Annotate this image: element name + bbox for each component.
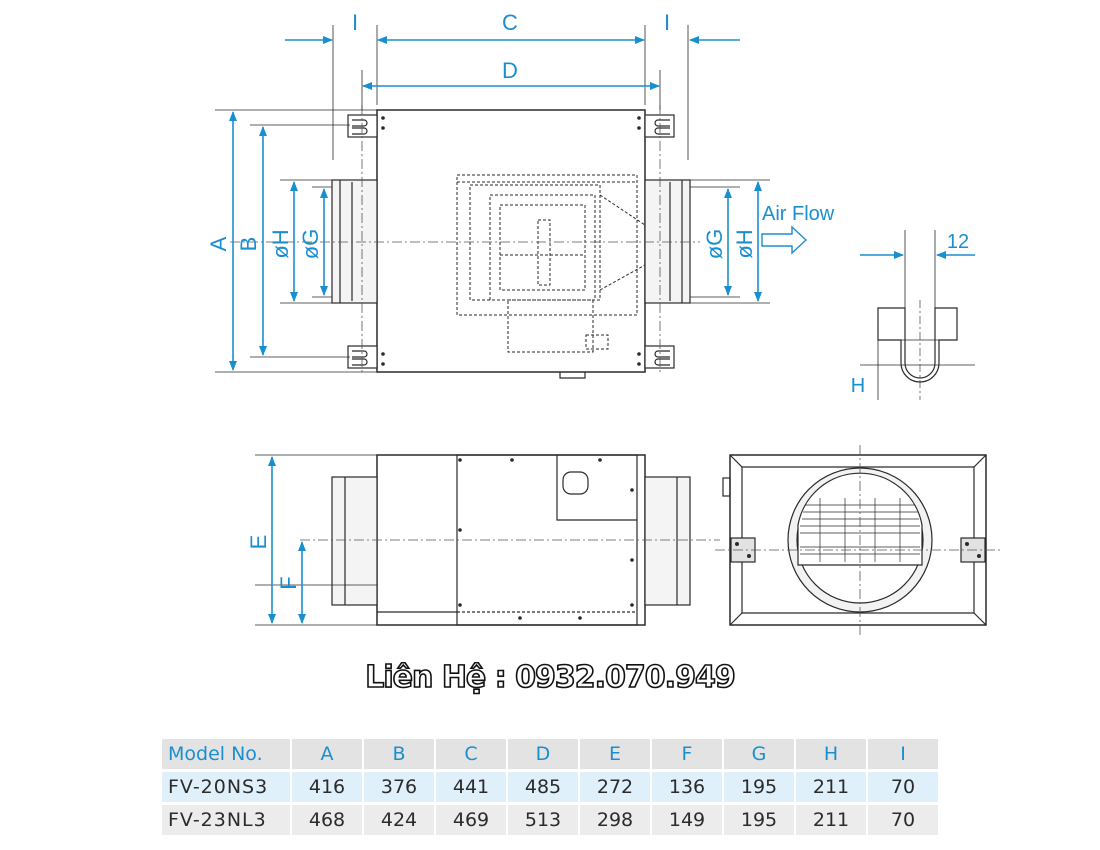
label-I-right: I <box>664 10 670 35</box>
table-row: FV-20NS3 416 376 441 485 272 136 195 211… <box>162 772 938 802</box>
cell-h: 211 <box>796 805 866 835</box>
label-oH-right: øH <box>732 229 757 258</box>
label-12: 12 <box>947 231 969 253</box>
label-H: H <box>851 375 865 397</box>
label-E: E <box>246 535 271 550</box>
header-model: Model No. <box>162 739 290 769</box>
label-I-left: I <box>352 10 358 35</box>
bracket-detail <box>860 230 975 400</box>
cell-d: 485 <box>508 772 578 802</box>
cell-i: 70 <box>868 772 938 802</box>
cell-model: FV-20NS3 <box>162 772 290 802</box>
header-b: B <box>364 739 434 769</box>
cell-model: FV-23NL3 <box>162 805 290 835</box>
technical-drawing: I C I D A B øH øG øG øH Air Flow 12 H <box>206 10 1000 635</box>
spec-table: Model No. A B C D E F G H I FV-20NS3 416… <box>160 736 940 838</box>
bracket-top-right <box>644 114 675 138</box>
header-i: I <box>868 739 938 769</box>
cell-b: 424 <box>364 805 434 835</box>
contact-banner: Liên Hệ : 0932.070.949 <box>364 659 736 696</box>
header-c: C <box>436 739 506 769</box>
cell-e: 272 <box>580 772 650 802</box>
cell-b: 376 <box>364 772 434 802</box>
cell-d: 513 <box>508 805 578 835</box>
label-C: C <box>502 10 518 35</box>
bracket-top-left <box>347 114 378 138</box>
cell-g: 195 <box>724 772 794 802</box>
cell-f: 149 <box>652 805 722 835</box>
table-header-row: Model No. A B C D E F G H I <box>162 739 938 769</box>
label-A: A <box>206 236 231 251</box>
bracket-bottom-left <box>347 345 378 369</box>
cell-g: 195 <box>724 805 794 835</box>
top-view-center-lines <box>230 105 700 375</box>
cell-a: 416 <box>292 772 362 802</box>
label-oH-left: øH <box>268 229 293 258</box>
front-view <box>722 454 987 626</box>
header-g: G <box>724 739 794 769</box>
air-flow-arrow-icon <box>761 225 808 255</box>
label-B: B <box>236 237 261 252</box>
label-F: F <box>276 576 301 589</box>
cell-i: 70 <box>868 805 938 835</box>
header-d: D <box>508 739 578 769</box>
cell-f: 136 <box>652 772 722 802</box>
cell-h: 211 <box>796 772 866 802</box>
header-h: H <box>796 739 866 769</box>
label-D: D <box>502 58 518 83</box>
top-view <box>331 109 691 379</box>
header-f: F <box>652 739 722 769</box>
label-oG-left: øG <box>298 229 323 260</box>
cell-c: 469 <box>436 805 506 835</box>
cell-a: 468 <box>292 805 362 835</box>
label-oG-right: øG <box>702 229 727 260</box>
cell-c: 441 <box>436 772 506 802</box>
header-e: E <box>580 739 650 769</box>
cell-e: 298 <box>580 805 650 835</box>
header-a: A <box>292 739 362 769</box>
air-flow-label: Air Flow <box>762 203 835 225</box>
bracket-bottom-right <box>644 345 675 369</box>
table-row: FV-23NL3 468 424 469 513 298 149 195 211… <box>162 805 938 835</box>
